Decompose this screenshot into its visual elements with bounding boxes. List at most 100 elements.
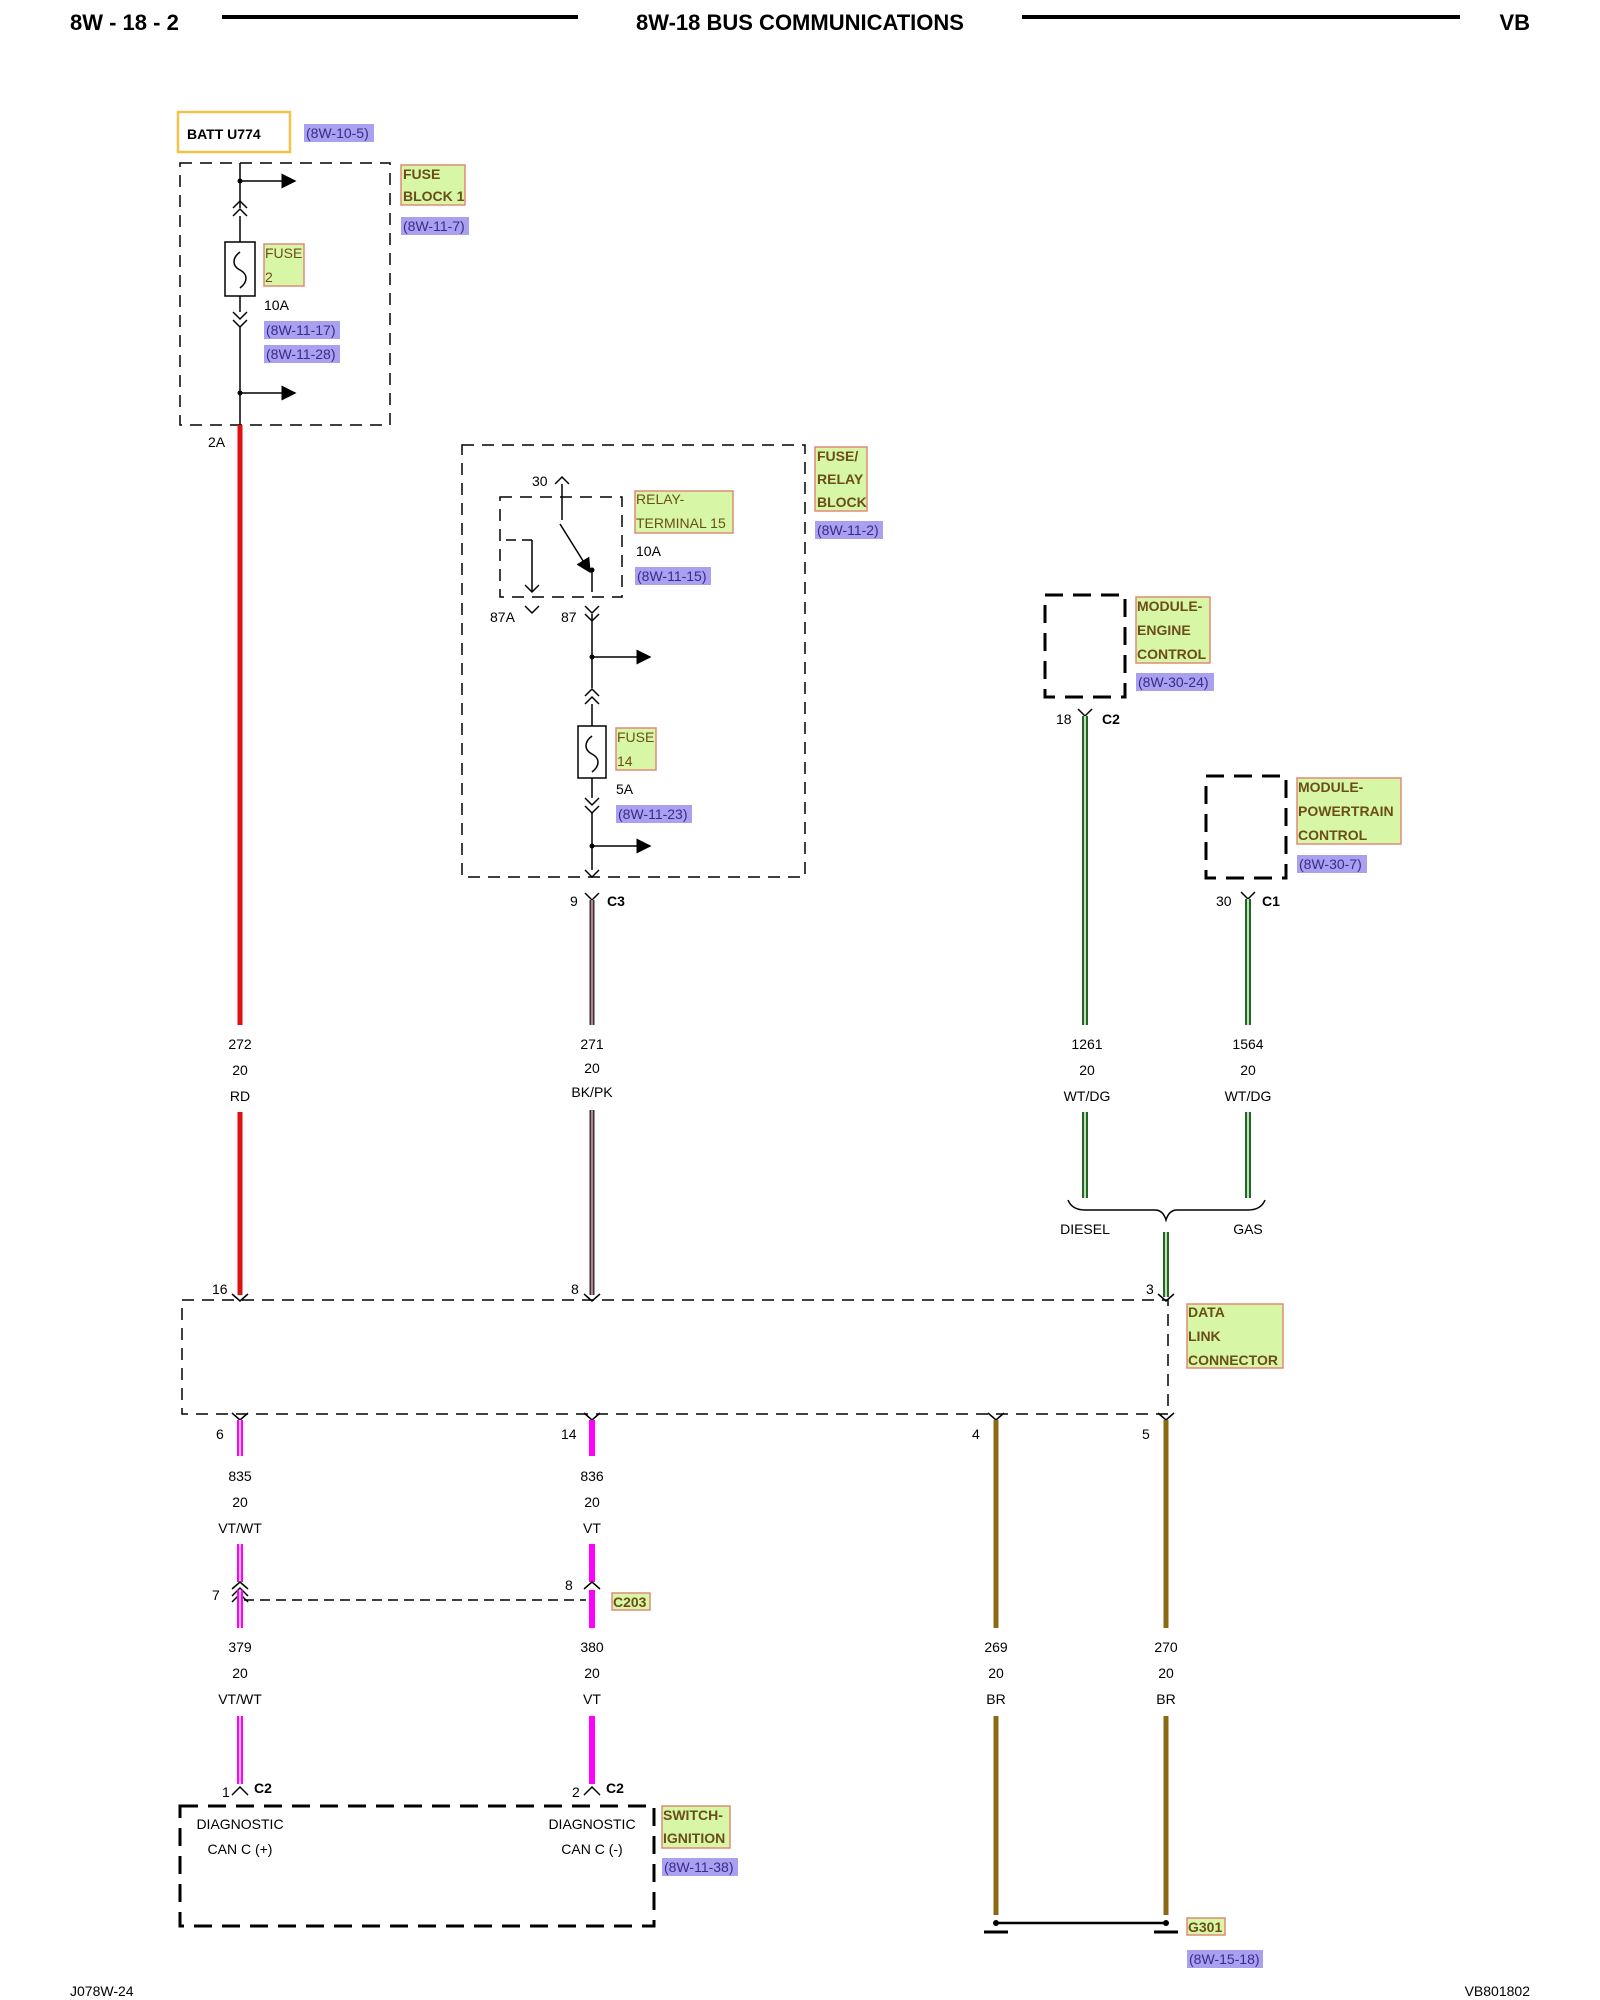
- ignition-switch-ref-link[interactable]: (8W-11-38): [664, 1859, 734, 1875]
- variant-gas: GAS: [1233, 1221, 1263, 1237]
- fuse-2-ref-link-1[interactable]: (8W-11-17): [266, 322, 336, 338]
- relay-rating: 10A: [636, 543, 662, 559]
- relay-pin-87a: 87A: [490, 609, 516, 625]
- fuse-relay-block-tag-line2: RELAY: [817, 471, 864, 487]
- fuse-2-tag-line1: FUSE: [265, 245, 302, 261]
- fuse-relay-block-tag-line1: FUSE/: [817, 448, 858, 464]
- page-code: 8W - 18 - 2: [70, 10, 179, 35]
- wire-271-circuit: 271: [580, 1036, 604, 1052]
- c203-label: C203: [613, 1594, 647, 1610]
- ignition-switch-tag-line1: SWITCH-: [663, 1807, 723, 1823]
- variant-diesel: DIESEL: [1060, 1221, 1110, 1237]
- fuse-relay-block-ref-link[interactable]: (8W-11-2): [817, 522, 879, 538]
- ground-ref-link[interactable]: (8W-15-18): [1189, 1951, 1260, 1967]
- relay-coil-outline: [499, 496, 623, 598]
- dlc-pin-8: 8: [571, 1281, 579, 1297]
- fuse-14-tag-line1: FUSE: [617, 729, 654, 745]
- ground-label: G301: [1188, 1919, 1222, 1935]
- dlc-pin-14: 14: [561, 1426, 577, 1442]
- wire-379-gauge: 20: [232, 1665, 248, 1681]
- pcm-pin: 30: [1216, 893, 1232, 909]
- wire-835-gauge: 20: [232, 1494, 248, 1510]
- dlc-pin-3: 3: [1146, 1281, 1154, 1297]
- fuse-relay-block-outline: [461, 444, 806, 878]
- ignition-switch-outline: [178, 1804, 656, 1928]
- fuse-block-1-cavity: 2A: [208, 434, 226, 450]
- ecm-pin: 18: [1056, 711, 1072, 727]
- wire-270-circuit: 270: [1154, 1639, 1178, 1655]
- batt-box: [176, 110, 292, 154]
- fuse-2-rating: 10A: [264, 297, 290, 313]
- switch-pin-2: 2: [572, 1784, 580, 1800]
- pcm-tag-line1: MODULE-: [1298, 779, 1364, 795]
- wire-269-circuit: 269: [984, 1639, 1008, 1655]
- relay-pin-87: 87: [561, 609, 577, 625]
- pcm-tag-line2: POWERTRAIN: [1298, 803, 1394, 819]
- wire-1261-gauge: 20: [1079, 1062, 1095, 1078]
- ecm-tag-line3: CONTROL: [1137, 646, 1207, 662]
- dlc-tag-line3: CONNECTOR: [1188, 1352, 1278, 1368]
- diag-can-neg-line2: CAN C (-): [561, 1841, 622, 1857]
- page-title: 8W-18 BUS COMMUNICATIONS: [636, 10, 964, 35]
- relay-ref-link[interactable]: (8W-11-15): [637, 568, 707, 584]
- switch-conn-c2-b: C2: [606, 1780, 624, 1796]
- wire-271-color: BK/PK: [571, 1084, 613, 1100]
- fuse-relay-block-tag-line3: BLOCK: [817, 494, 867, 510]
- diag-can-pos-line1: DIAGNOSTIC: [196, 1816, 283, 1832]
- ecm-tag-line1: MODULE-: [1137, 598, 1203, 614]
- batt-label: BATT U774: [187, 126, 261, 142]
- fuse-block-1-tag-line2: BLOCK 1: [403, 188, 465, 204]
- wire-836-color: VT: [583, 1520, 601, 1536]
- fuse-14-ref-link[interactable]: (8W-11-23): [618, 806, 688, 822]
- wire-1564-circuit: 1564: [1232, 1036, 1263, 1052]
- ecm-outline: [1043, 593, 1127, 699]
- pcm-connector-label: C1: [1262, 893, 1280, 909]
- c203-pin-7: 7: [212, 1587, 220, 1603]
- c3-connector-label: C3: [607, 893, 625, 909]
- wire-272-gauge: 20: [232, 1062, 248, 1078]
- footer-right-code: VB801802: [1465, 1983, 1531, 1999]
- dlc-tag-line2: LINK: [1188, 1328, 1221, 1344]
- fuse-2-tag-line2: 2: [265, 269, 273, 285]
- wire-271-gauge: 20: [584, 1060, 600, 1076]
- fuse-block-1-ref-link[interactable]: (8W-11-7): [403, 218, 465, 234]
- switch-conn-c2-a: C2: [254, 1780, 272, 1796]
- pcm-tag-line3: CONTROL: [1298, 827, 1368, 843]
- switch-pin-1: 1: [222, 1784, 230, 1800]
- diag-can-neg-line1: DIAGNOSTIC: [548, 1816, 635, 1832]
- footer-left-code: J078W-24: [70, 1983, 134, 1999]
- wire-1261-color: WT/DG: [1064, 1088, 1111, 1104]
- c3-pin: 9: [570, 893, 578, 909]
- wire-380-circuit: 380: [580, 1639, 604, 1655]
- ecm-tag-line2: ENGINE: [1137, 622, 1191, 638]
- c203-pin-8: 8: [565, 1577, 573, 1593]
- wire-835-color: VT/WT: [218, 1520, 262, 1536]
- wire-269-gauge: 20: [988, 1665, 1004, 1681]
- relay-tag-line2: TERMINAL 15: [636, 515, 726, 531]
- dlc-outline: [181, 1299, 1169, 1415]
- relay-tag-line1: RELAY-: [636, 491, 685, 507]
- dlc-pin-4: 4: [972, 1426, 980, 1442]
- wire-380-color: VT: [583, 1691, 601, 1707]
- ecm-ref-link[interactable]: (8W-30-24): [1138, 674, 1209, 690]
- wire-836-gauge: 20: [584, 1494, 600, 1510]
- ecm-connector-label: C2: [1102, 711, 1120, 727]
- fuse-block-1-outline: [179, 162, 391, 426]
- dlc-pin-6: 6: [216, 1426, 224, 1442]
- dlc-pin-5: 5: [1142, 1426, 1150, 1442]
- dlc-pin-16: 16: [212, 1281, 228, 1297]
- wire-379-circuit: 379: [228, 1639, 252, 1655]
- wire-270-color: BR: [1156, 1691, 1175, 1707]
- wire-379-color: VT/WT: [218, 1691, 262, 1707]
- batt-ref-link[interactable]: (8W-10-5): [306, 125, 369, 141]
- fuse-14-tag-line2: 14: [617, 753, 633, 769]
- pcm-ref-link[interactable]: (8W-30-7): [1299, 856, 1362, 872]
- variant-bracket: [1067, 1199, 1266, 1223]
- wire-270-gauge: 20: [1158, 1665, 1174, 1681]
- wire-269-color: BR: [986, 1691, 1005, 1707]
- wire-272-circuit: 272: [228, 1036, 252, 1052]
- wire-1564-color: WT/DG: [1225, 1088, 1272, 1104]
- wire-272-color: RD: [230, 1088, 250, 1104]
- fuse-2-ref-link-2[interactable]: (8W-11-28): [266, 346, 336, 362]
